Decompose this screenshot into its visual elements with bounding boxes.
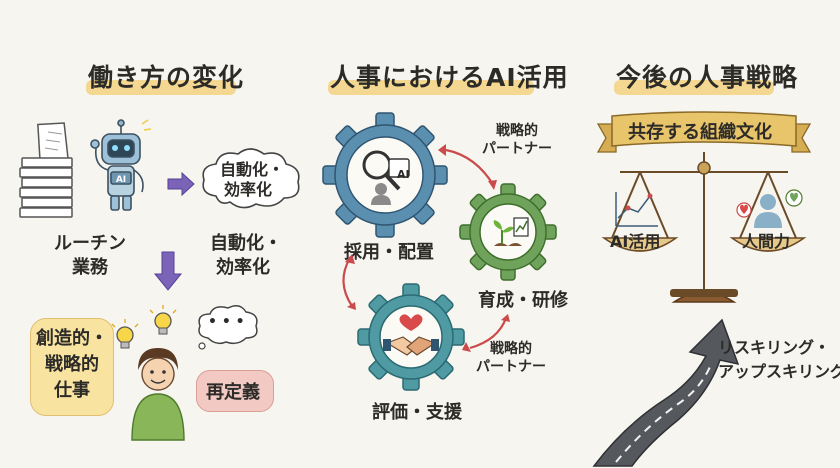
partner-top-line2: パートナー — [482, 141, 552, 157]
growth-gear-icon — [459, 183, 557, 281]
future-title: 今後の人事戦略 — [616, 63, 799, 92]
creative-line1: 創造的・ — [36, 328, 108, 349]
creative-label: 創造的・ 戦略的 仕事 — [36, 326, 108, 404]
work-change-title: 働き方の変化 — [88, 63, 245, 92]
lightbulb-icon — [111, 319, 139, 349]
redefine-callout — [196, 370, 274, 412]
reskill-line1: リスキリング・ — [718, 338, 831, 357]
down-arrow-icon — [153, 251, 183, 291]
reskill-label: リスキリング・ アップスキリング — [718, 336, 840, 384]
routine-line2: 業務 — [72, 257, 108, 278]
hr-ai-title: 人事におけるAI活用 — [330, 63, 569, 92]
bubble-label: 自動化・ 効率化 — [220, 160, 284, 200]
cloud-bubble-icon — [202, 148, 300, 209]
creative-callout — [30, 318, 114, 416]
thought-dots: • • • — [208, 314, 245, 330]
banner-label: 共存する組織文化 — [628, 122, 772, 143]
title-highlight — [614, 80, 774, 95]
thought-bubble-icon — [198, 305, 258, 350]
bubble-label-line1: 自動化・ — [220, 160, 285, 179]
evaluation-gear-icon — [357, 283, 465, 391]
right-arrow-icon — [167, 171, 195, 197]
title-highlight — [328, 80, 534, 95]
recruit-gear-icon — [322, 112, 448, 238]
growth-label: 育成・研修 — [478, 290, 568, 311]
partner-bottom-line1: 戦略的 — [490, 341, 532, 357]
recruit-chip-text: AI — [397, 168, 410, 181]
banner-ribbon-icon — [596, 111, 812, 153]
redefine-label: 再定義 — [206, 382, 260, 403]
robot-chip-text: AI — [116, 175, 126, 185]
partner-top-line1: 戦略的 — [496, 123, 538, 139]
auto-line1: 自動化・ — [210, 233, 282, 254]
partner-label-bottom: 戦略的 パートナー — [476, 340, 546, 376]
reskill-line2: アップスキリング — [718, 362, 840, 381]
title-highlight — [86, 80, 236, 95]
pan-right-label: 人間力 — [742, 232, 791, 251]
evaluation-label: 評価・支援 — [372, 402, 462, 423]
creative-line3: 仕事 — [54, 380, 90, 401]
auto-label: 自動化・ 効率化 — [210, 232, 282, 280]
robot-icon: AI — [90, 119, 152, 211]
partner-label-top: 戦略的 パートナー — [482, 122, 552, 158]
road-arrow-icon — [592, 318, 740, 467]
scale-base — [670, 289, 738, 297]
paper-stack-icon — [19, 122, 73, 218]
lightbulb-icon — [149, 305, 177, 335]
person-icon — [131, 348, 185, 441]
routine-label: ルーチン 業務 — [54, 232, 126, 280]
partner-bottom-line2: パートナー — [476, 359, 546, 375]
recruit-label: 採用・配置 — [344, 242, 434, 263]
creative-line2: 戦略的 — [45, 354, 99, 375]
bubble-label-line2: 効率化 — [224, 180, 273, 199]
auto-line2: 効率化 — [216, 257, 270, 278]
pan-left-label: AI活用 — [610, 232, 661, 251]
routine-line1: ルーチン — [54, 233, 126, 254]
